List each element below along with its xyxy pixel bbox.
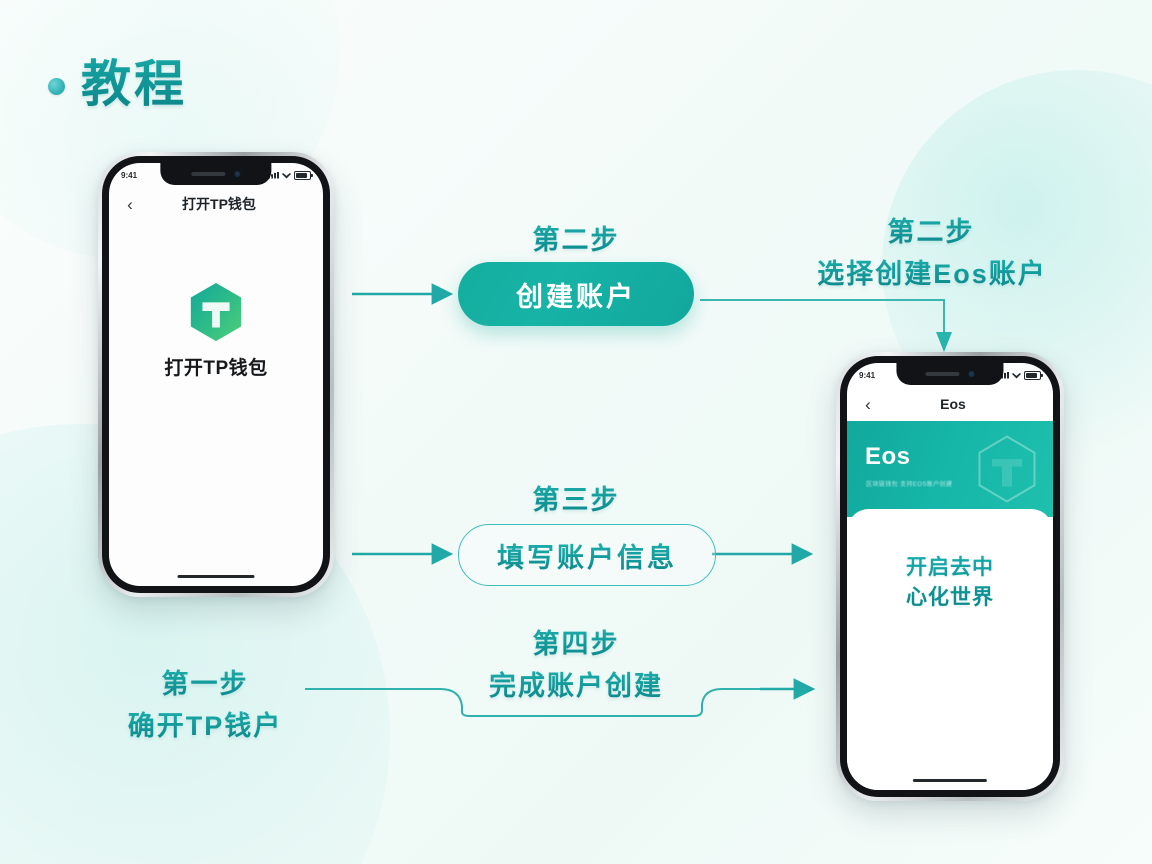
- status-time: 9:41: [859, 370, 876, 380]
- front-camera-icon: [968, 371, 975, 377]
- tp-cube-logo-icon: [190, 282, 242, 342]
- phone-right-eos: 9:41 ‹ Eos Eos 区块链钱包 支持EOS账户创建: [836, 352, 1064, 801]
- phone-left-screen: 9:41 ‹ 打开TP钱包: [109, 163, 323, 586]
- battery-icon: [294, 170, 313, 180]
- tp-wallet-label: 打开TP钱包: [164, 358, 268, 379]
- notch: [160, 163, 272, 185]
- eos-slogan-line1: 开启去中: [906, 556, 994, 579]
- status-time: 9:41: [121, 170, 138, 180]
- home-indicator-bar: [912, 779, 988, 782]
- wifi-icon: [282, 173, 291, 179]
- phone-right-bezel: 9:41 ‹ Eos Eos 区块链钱包 支持EOS账户创建: [840, 356, 1060, 797]
- eos-banner: Eos 区块链钱包 支持EOS账户创建: [847, 421, 1053, 517]
- step-three-pill-text: 填写账户信息: [497, 536, 677, 575]
- eos-banner-subtitle: 区块链钱包 支持EOS账户创建: [866, 482, 953, 488]
- eos-content-card: 开启去中 心化世界: [847, 509, 1053, 790]
- status-indicators: [268, 170, 313, 180]
- page-title: 教程: [81, 44, 187, 116]
- nav-title: Eos: [940, 396, 966, 412]
- nav-title: 打开TP钱包: [182, 196, 256, 212]
- speaker-icon: [925, 372, 960, 376]
- phone-right-screen: 9:41 ‹ Eos Eos 区块链钱包 支持EOS账户创建: [847, 363, 1053, 790]
- step-three-pill[interactable]: 填写账户信息: [458, 524, 716, 586]
- elbow-create-to-eos-phone: [700, 299, 945, 334]
- phone-left-tp-wallet: 9:41 ‹ 打开TP钱包: [98, 152, 334, 597]
- step-four-caption: 完成账户创建: [450, 664, 702, 703]
- step-two-select-caption: 选择创建Eos账户: [790, 252, 1074, 291]
- step-two-create-pill-text: 创建账户: [516, 281, 636, 312]
- notch: [896, 363, 1004, 385]
- speaker-icon: [191, 172, 226, 176]
- page-title-group: 教程: [48, 44, 187, 116]
- battery-icon: [1024, 370, 1043, 380]
- phone-left-bezel: 9:41 ‹ 打开TP钱包: [102, 156, 330, 593]
- bullet-dot-icon: [48, 77, 65, 95]
- status-indicators: [998, 370, 1043, 380]
- nav-bar: ‹ 打开TP钱包: [109, 187, 323, 221]
- eos-slogan-line2: 心化世界: [906, 586, 994, 610]
- home-indicator-bar: [177, 575, 255, 578]
- arrow-down-icon: [936, 332, 952, 352]
- step-two-select-label: 第二步: [812, 210, 1050, 249]
- step-one-label: 第一步: [100, 662, 310, 701]
- step-three-label: 第三步: [466, 478, 686, 517]
- step-one-caption: 确开TP钱户: [92, 704, 318, 743]
- eos-banner-title: Eos: [865, 443, 911, 470]
- eos-cube-watermark-icon: [978, 435, 1036, 503]
- step-two-create-pill[interactable]: 创建账户: [458, 262, 694, 326]
- back-chevron-icon[interactable]: ‹: [865, 394, 871, 414]
- step-four-label: 第四步: [466, 622, 686, 661]
- step-two-create-label: 第二步: [466, 218, 686, 257]
- front-camera-icon: [234, 171, 241, 177]
- nav-bar: ‹ Eos: [847, 387, 1053, 421]
- wifi-icon: [1012, 373, 1021, 379]
- tp-wallet-brand: 打开TP钱包: [109, 281, 323, 380]
- eos-slogan: 开启去中 心化世界: [847, 553, 1053, 614]
